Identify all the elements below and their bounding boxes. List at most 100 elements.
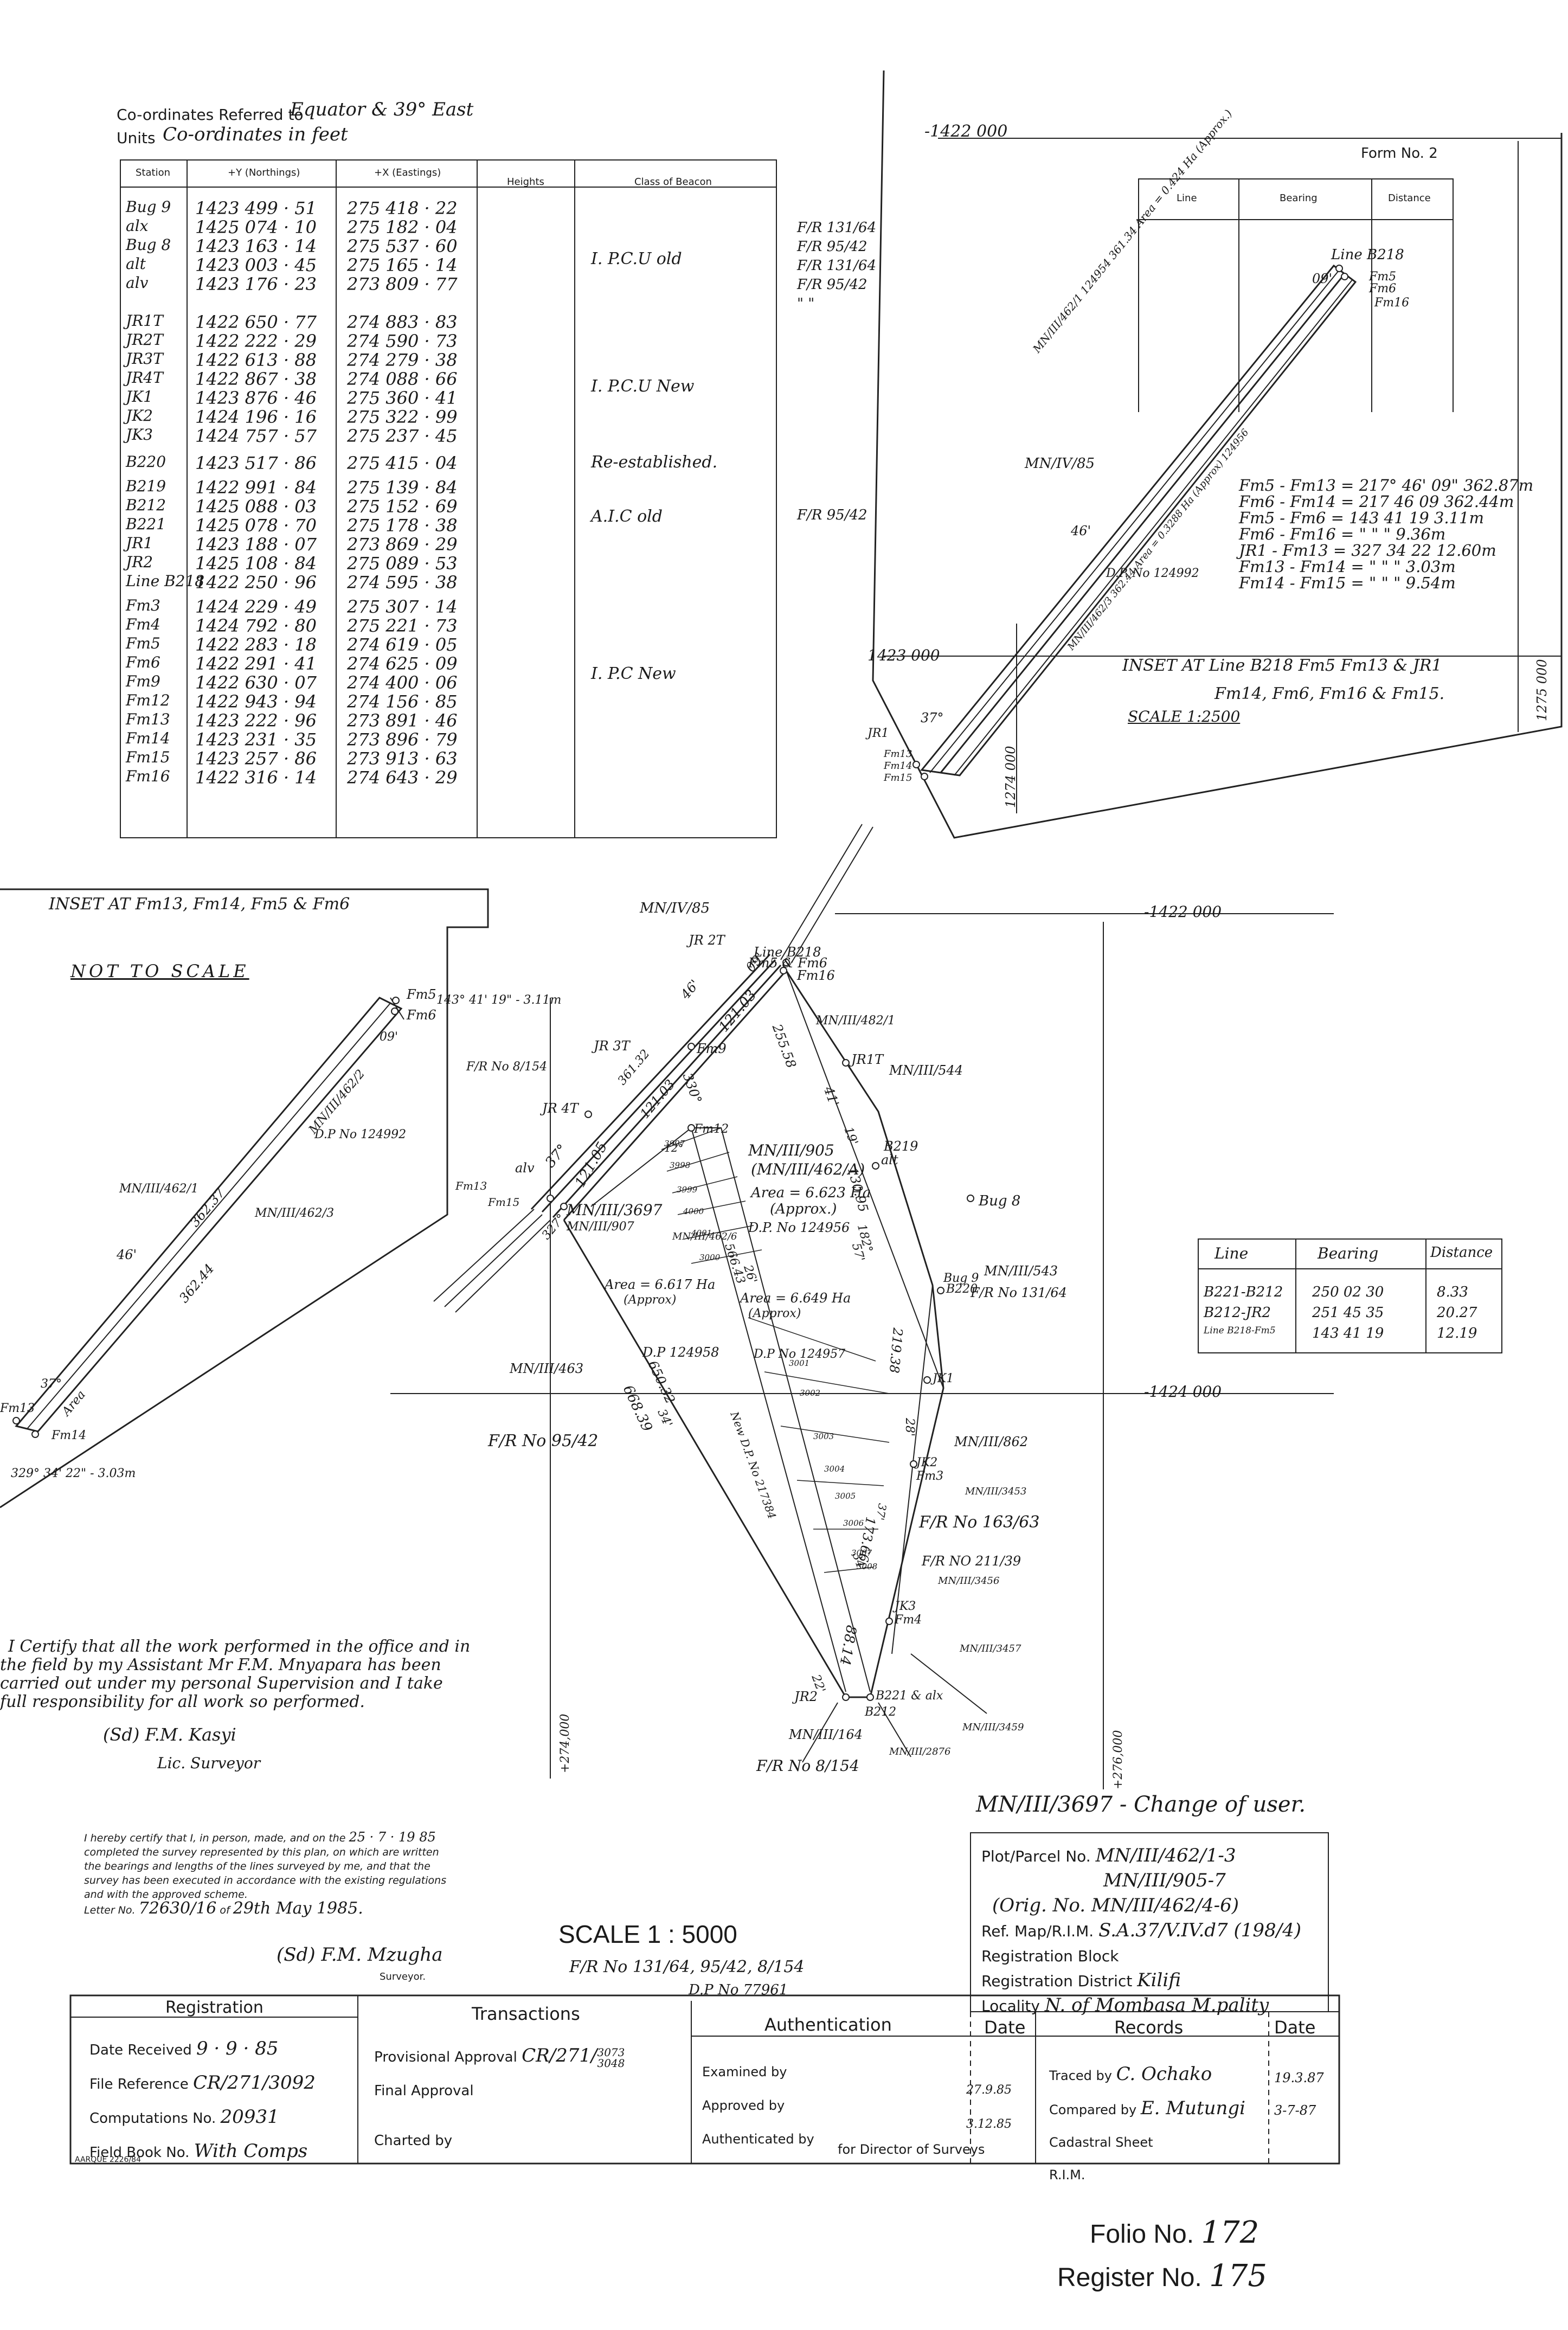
plan-label-mn-iii-3459: MN/III/3459 [962, 1722, 1024, 1733]
beacon-class: I. P.C.U New [591, 377, 695, 396]
coord-station: Bug 9 [126, 198, 171, 216]
subdivision-number: 3008 [857, 1562, 878, 1571]
plan-label-jr3t: JR 3T [594, 1038, 630, 1054]
coord-easting: 273 913 · 63 [347, 748, 458, 769]
line-table-cell: B221-B212 [1204, 1284, 1283, 1300]
register-label: Register No. [1057, 2263, 1202, 2292]
compared-label: Compared by [1049, 2102, 1137, 2117]
register: Register No. 175 [1057, 2258, 1267, 2294]
file-ref-value: CR/271/3092 [192, 2072, 316, 2094]
left-inset-parcel-2: MN/III/462/1 [119, 1182, 199, 1196]
left-inset-outline [0, 888, 489, 1509]
beacon-ref: F/R 95/42 [797, 277, 867, 293]
subdivision-number: 3006 [843, 1518, 864, 1528]
inset-bearing-line: Fm13 - Fm14 = " " " 3.03m [1239, 557, 1456, 576]
coord-easting: 275 182 · 04 [347, 217, 458, 238]
line-table-cell: B212-JR2 [1204, 1305, 1271, 1321]
coord-northing: 1425 088 · 03 [195, 496, 317, 517]
plan-label-fm4: Fm4 [895, 1613, 922, 1627]
plot-value-3: (Orig. No. MN/III/462/4-6) [992, 1895, 1239, 1916]
coord-easting: 274 619 · 05 [347, 634, 458, 655]
registration-fields: Date Received 9 · 9 · 85 File Reference … [89, 2032, 316, 2169]
provisional-value-2: 3073 [597, 2045, 625, 2059]
coord-northing: 1423 176 · 23 [195, 274, 317, 294]
cadastral-label: Cadastral Sheet [1049, 2135, 1153, 2150]
cert-line-1: I Certify that all the work performed in… [8, 1637, 471, 1656]
line-table-col-distance: Distance [1430, 1244, 1493, 1261]
plan-label-fr-131-64: F/R No 131/64 [971, 1285, 1067, 1300]
coord-easting: 275 237 · 45 [347, 426, 458, 446]
transactions-header: Transactions [472, 2004, 580, 2024]
plan-label-jk1: JK1 [933, 1372, 954, 1385]
plan-label-a2-note: (Approx) [624, 1293, 677, 1307]
line-table-cell: 20.27 [1437, 1305, 1477, 1321]
plot-label: Plot/Parcel No. [981, 1847, 1091, 1865]
plan-label-a1-note: (Approx.) [770, 1201, 837, 1217]
coord-easting: 274 625 · 09 [347, 653, 458, 674]
plan-label-jr2t: JR 2T [689, 933, 725, 948]
inset-fm15: Fm15 [884, 772, 912, 784]
coord-easting: 274 088 · 66 [347, 369, 458, 389]
approved-date: 27.9.85 [966, 2083, 1012, 2097]
col-heights: Heights [507, 176, 544, 188]
scale-label: SCALE 1 : 5000 [558, 1920, 737, 1948]
rim-label: R.I.M. [1049, 2167, 1085, 2183]
coord-station: B212 [126, 496, 166, 514]
coord-easting: 275 360 · 41 [347, 388, 458, 408]
compared-date: 3-7-87 [1274, 2103, 1316, 2118]
plan-label-a1-dp: D.P. No 124956 [748, 1220, 850, 1235]
authenticated-label: Authenticated by [702, 2132, 814, 2147]
coord-northing: 1422 650 · 77 [195, 312, 317, 332]
beacon-class: Re-established. [591, 453, 718, 472]
coord-station: JK3 [126, 426, 153, 444]
inset-bearing-line: Fm5 - Fm13 = 217° 46' 09" 362.87m [1239, 476, 1534, 495]
units-label: Units [117, 129, 156, 147]
plan-label-mn-iii-862: MN/III/862 [954, 1434, 1028, 1449]
plan-label-mn-iii-3456: MN/III/3456 [938, 1575, 1000, 1587]
subdivision-number: 3004 [824, 1464, 845, 1474]
plan-label-jr1t: JR1T [851, 1052, 883, 1067]
coord-easting: 275 415 · 04 [347, 453, 458, 473]
inset-bearing-line: Fm6 - Fm16 = " " " 9.36m [1239, 525, 1446, 543]
survey-cert-line-1: I hereby certify that I, in person, made… [84, 1832, 346, 1844]
coord-northing: 1423 163 · 14 [195, 236, 317, 256]
inset-bearing-line: Fm14 - Fm15 = " " " 9.54m [1239, 574, 1456, 592]
computations-label: Computations No. [89, 2110, 216, 2127]
coord-easting: 275 537 · 60 [347, 236, 458, 256]
coord-easting: 275 152 · 69 [347, 496, 458, 517]
plot-value: MN/III/462/1-3 [1095, 1845, 1236, 1866]
inset-bearing-line: Fm5 - Fm6 = 143 41 19 3.11m [1239, 509, 1484, 527]
traced-date: 19.3.87 [1274, 2070, 1324, 2085]
coord-northing: 1423 876 · 46 [195, 388, 317, 408]
grid-easting-left: 1274 000 [1003, 746, 1018, 808]
inset-dim-46: 46' [1071, 523, 1091, 538]
subdivision-number: 3003 [813, 1432, 834, 1441]
left-inset-fm6: Fm6 [407, 1007, 436, 1023]
units-value: Co-ordinates in feet [163, 124, 348, 145]
coord-northing: 1423 517 · 86 [195, 453, 317, 473]
compared-value: E. Mutungi [1140, 2097, 1246, 2119]
coord-northing: 1422 613 · 88 [195, 350, 317, 370]
plan-label-fr-211-39: F/R NO 211/39 [922, 1554, 1021, 1569]
survey-cert-line-4: survey has been executed in accordance w… [84, 1875, 447, 1886]
letter-no: 72630/16 [138, 1899, 217, 1918]
beacon-ref: F/R 131/64 [797, 220, 877, 236]
plan-label-a3: Area = 6.649 Ha [740, 1291, 851, 1306]
director-label: for Director of Surveys [838, 2142, 985, 2157]
coord-easting: 273 809 · 77 [347, 274, 458, 294]
plan-label-b220: B220 [946, 1282, 978, 1296]
traced-label: Traced by [1049, 2068, 1112, 2083]
plan-label-mn-iii-462-6: MN/III/462/6 [672, 1231, 737, 1242]
coord-northing: 1425 078 · 70 [195, 515, 317, 536]
plan-label-fr-95-42: F/R No 95/42 [488, 1432, 599, 1450]
plan-label-grid-276: +276,000 [1111, 1730, 1125, 1789]
coord-northing: 1422 316 · 14 [195, 767, 317, 788]
coord-station: Fm4 [126, 615, 160, 633]
coord-easting: 273 896 · 79 [347, 729, 458, 750]
cert-line-4: full responsibility for all work so perf… [0, 1692, 365, 1711]
line-table-cell: 8.33 [1437, 1284, 1468, 1300]
inset-parcel: MN/IV/85 [1025, 455, 1095, 472]
col-station: Station [136, 167, 170, 178]
plan-label-bug8: Bug 8 [979, 1193, 1021, 1209]
